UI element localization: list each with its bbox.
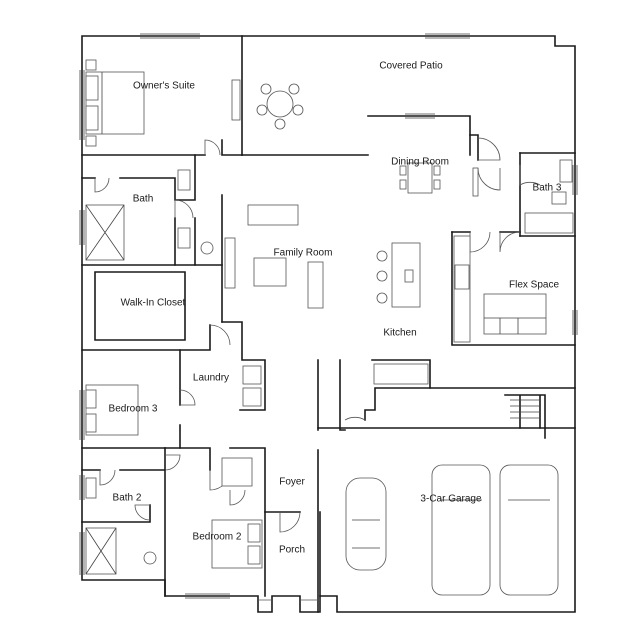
label-flex-space: Flex Space <box>509 280 559 291</box>
label-bath: Bath <box>133 194 154 205</box>
room-labels: Owner's Suite Covered Patio Dining Room … <box>109 61 562 556</box>
label-bedroom-2: Bedroom 2 <box>193 532 242 543</box>
label-bath-2: Bath 2 <box>113 493 142 504</box>
label-covered-patio: Covered Patio <box>379 61 443 72</box>
label-laundry: Laundry <box>193 373 229 384</box>
label-3-car-garage: 3-Car Garage <box>420 494 482 505</box>
windows <box>79 33 578 599</box>
label-walk-in-closet: Walk-In Closet <box>121 298 186 309</box>
label-kitchen: Kitchen <box>383 328 416 339</box>
label-family-room: Family Room <box>274 248 333 259</box>
label-bath-3: Bath 3 <box>533 183 562 194</box>
label-dining-room: Dining Room <box>391 157 449 168</box>
label-foyer: Foyer <box>279 477 305 488</box>
label-bedroom-3: Bedroom 3 <box>109 404 158 415</box>
doors <box>94 137 541 601</box>
label-porch: Porch <box>279 545 305 556</box>
label-owners-suite: Owner's Suite <box>133 81 195 92</box>
furniture <box>85 59 574 596</box>
